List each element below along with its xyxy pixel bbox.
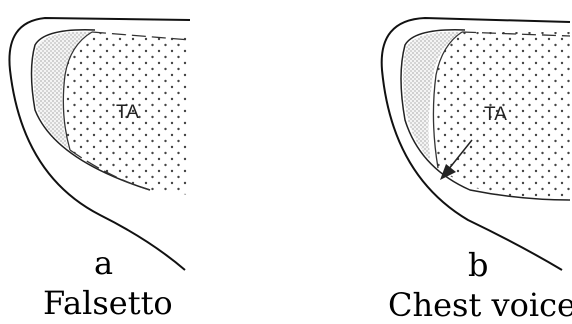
panel-a-caption: Falsetto (43, 287, 173, 319)
panel-b-letter: b (468, 249, 488, 281)
panel-b-ta-label: TA (484, 104, 507, 125)
panel-a-drawing: TA (9, 18, 190, 270)
panel-b-drawing: TA (382, 18, 570, 270)
panel-b-caption: Chest voice (388, 289, 572, 321)
panel-a-ta-label: TA (116, 102, 139, 123)
panel-a-letter: a (94, 247, 113, 279)
